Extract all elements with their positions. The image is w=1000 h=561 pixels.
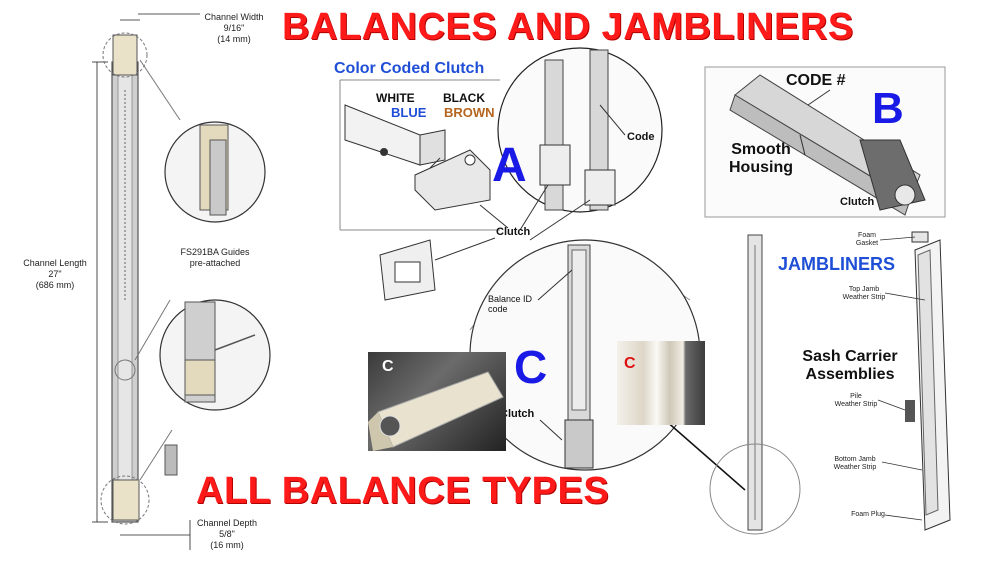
balance-id-line-2: code: [488, 304, 508, 314]
left-balance-drawing: [92, 13, 200, 550]
channel-length-title: Channel Length: [23, 258, 87, 268]
middle-long-balance-drawing: [709, 234, 801, 535]
channel-width-title: Channel Width: [204, 12, 264, 22]
jambliner-drawing: [877, 231, 951, 531]
panel-c-clutch-label: Clutch: [500, 408, 535, 420]
foam-gasket-line-1: Foam: [858, 232, 876, 239]
channel-depth-inches: 5/8": [219, 529, 235, 539]
channel-depth-mm: (16 mm): [210, 540, 244, 550]
channel-width-mm: (14 mm): [217, 34, 251, 44]
color-coded-clutch-heading: Color Coded Clutch: [334, 60, 485, 77]
guides-subtitle: pre-attached: [189, 258, 241, 268]
clutch-photo-right: C: [617, 341, 705, 425]
top-jamb-label: Top Jamb Weather Strip: [838, 286, 890, 302]
bottom-jamb-label: Bottom Jamb Weather Strip: [826, 456, 884, 472]
bottom-jamb-line-1: Bottom Jamb: [834, 456, 876, 463]
panel-a-code-label: Code: [627, 131, 655, 143]
foam-gasket-line-2: Gasket: [855, 240, 879, 247]
smooth-housing-label: Smooth Housing: [716, 141, 806, 177]
pile-line-2: Weather Strip: [834, 401, 878, 408]
smooth-housing-line-1: Smooth: [731, 141, 791, 158]
pile-line-1: Pile: [850, 393, 862, 400]
channel-width-inches: 9/16": [223, 23, 245, 33]
balance-id-line-1: Balance ID: [488, 294, 533, 304]
clutch-photo-right-letter: C: [624, 355, 636, 372]
sash-carrier-line-2: Assemblies: [805, 366, 895, 383]
panel-a-drawing: [339, 47, 691, 331]
panel-b-code-label: CODE #: [786, 72, 846, 89]
panel-a-letter: A: [492, 139, 527, 192]
guides-label: FS291BA Guides pre-attached: [170, 247, 260, 269]
panel-b-drawing: [704, 66, 946, 218]
sash-carrier-line-1: Sash Carrier: [802, 348, 898, 365]
bottom-jamb-line-2: Weather Strip: [833, 464, 877, 471]
white-label: WHITE: [376, 91, 415, 105]
foam-plug-label: Foam Plug: [851, 511, 885, 518]
foam-gasket-label: Foam Gasket: [850, 232, 884, 248]
sash-carrier-label: Sash Carrier Assemblies: [786, 348, 914, 384]
panel-c-letter: C: [514, 341, 548, 393]
panel-a-clutch-label: Clutch: [496, 226, 531, 238]
channel-width-label: Channel Width 9/16" (14 mm): [196, 12, 272, 45]
black-label: BLACK: [443, 91, 485, 105]
top-jamb-line-2: Weather Strip: [842, 294, 886, 301]
brown-label: BROWN: [444, 105, 495, 120]
clutch-photo-left-art: [368, 371, 504, 451]
channel-depth-title: Channel Depth: [196, 518, 258, 528]
clutch-photo-left-letter: C: [382, 358, 394, 375]
pile-label: Pile Weather Strip: [828, 393, 884, 409]
channel-depth-label: Channel Depth 5/8" (16 mm): [190, 518, 264, 551]
guides-title: FS291BA Guides: [180, 247, 250, 257]
sub-title: ALL BALANCE TYPES: [196, 470, 610, 512]
left-callout-circles: [159, 121, 271, 476]
blue-label: BLUE: [391, 105, 427, 120]
main-title: BALANCES AND JAMBLINERS: [282, 6, 854, 48]
smooth-housing-line-2: Housing: [729, 159, 793, 176]
channel-length-inches: 27": [48, 269, 62, 279]
channel-length-label: Channel Length 27" (686 mm): [20, 258, 90, 291]
top-jamb-line-1: Top Jamb: [848, 286, 880, 293]
balance-id-label: Balance ID code: [488, 294, 532, 314]
panel-b-letter: B: [872, 84, 904, 133]
jambliners-heading: JAMBLINERS: [778, 254, 896, 274]
clutch-photo-left: C: [368, 352, 506, 451]
channel-length-mm: (686 mm): [35, 280, 75, 290]
panel-b-clutch-label: Clutch: [840, 196, 875, 208]
